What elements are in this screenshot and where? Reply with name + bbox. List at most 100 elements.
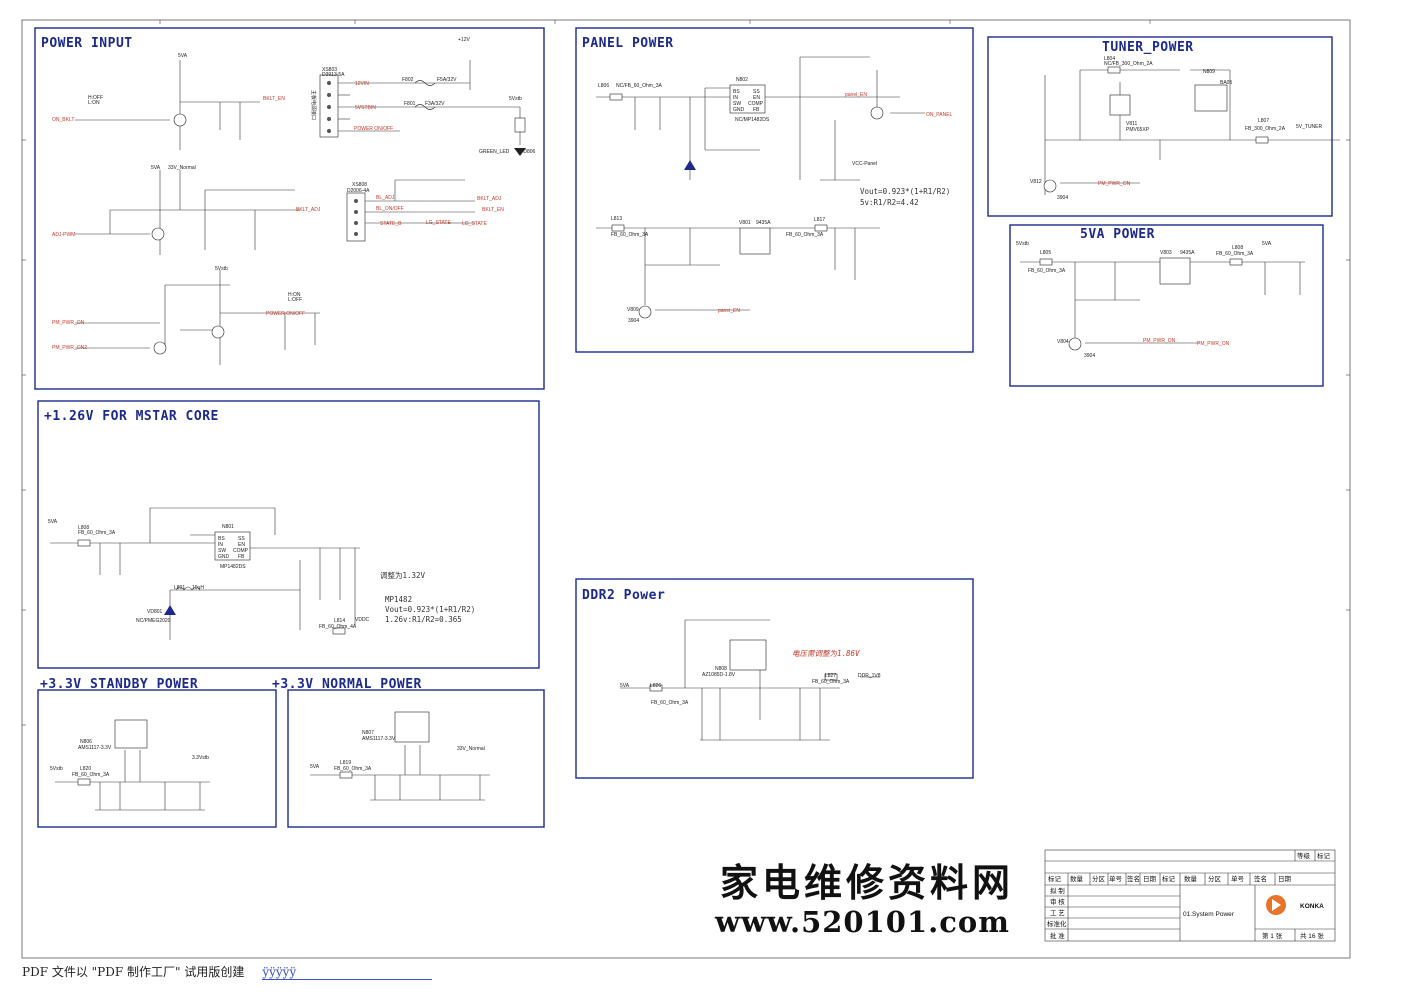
lg-state-out: LG_STATE [462, 221, 487, 227]
panel-en-label: panel_EN [845, 92, 867, 98]
v809-part: 3904 [628, 318, 639, 324]
power-input-5va: 5VA [178, 53, 188, 59]
l804-ref: L804 [1104, 56, 1115, 62]
pin-5vstbin: 5VSTBIN [355, 105, 376, 111]
l807-ref: L807 [1258, 118, 1269, 124]
tb-h1-zone: 分区 [1092, 874, 1106, 883]
panel-en2-label: panel_EN [718, 308, 740, 314]
l820-ref: L820 [80, 766, 91, 772]
tb-role-draft: 拟 制 [1050, 886, 1065, 895]
n809-ref: N809 [1203, 69, 1215, 75]
transistor-v805 [211, 325, 225, 339]
block-normal-power: +3.3V NORMAL POWER N807 AMS1117-3.3V 5VA… [272, 677, 545, 828]
vddc-label: VDDC [355, 617, 370, 623]
block-core-power: +1.26V FOR MSTAR CORE BS IN SW GND SS EN… [37, 400, 540, 669]
pin-power-onoff: POWER ON/OFF [354, 126, 393, 132]
l813-ref: L813 [611, 216, 622, 222]
v811-part: PMV65XP [1126, 127, 1150, 133]
ferrite-l814 [332, 627, 346, 635]
lg-state-label: LG_STATE [426, 220, 451, 226]
title-block-border [1044, 849, 1336, 942]
core-mp1482: MP1482 [385, 595, 412, 604]
l814-ref: L814 [334, 618, 345, 624]
h-on-note: H:ON [288, 292, 301, 298]
v812-ref: V812 [1030, 179, 1042, 185]
tb-h2-mark: 标记 [1162, 874, 1176, 883]
core-formula-1: Vout=0.923*(1+R1/R2) [385, 605, 475, 614]
f801-ref: F801 [404, 101, 416, 107]
v801-ref: V801 [739, 220, 751, 226]
block-tuner-power: TUNER_POWER L804 NC/FB_300_Ohm_2A V811 P… [987, 36, 1340, 217]
on-panel-label: ON_PANEL [926, 112, 953, 118]
l801-ref: L801 [174, 585, 185, 591]
v811-ref: V811 [1126, 121, 1138, 127]
f801-val: F3A/32V [425, 101, 445, 107]
n802-ref: N802 [736, 77, 748, 83]
v809-ref: V809 [627, 307, 639, 313]
mosfet-v811 [1109, 94, 1131, 116]
ferrite-l826 [649, 684, 663, 692]
n801-part: MP1482DS [220, 564, 246, 570]
pm-pwr-on-label: PM_PWR_ON [52, 320, 85, 326]
fiveva-5vstb: 5Vstb [1016, 241, 1029, 247]
l817-val: FB_60_Ohm_3A [786, 232, 824, 238]
footer-link[interactable]: ÿÿÿÿÿ [262, 965, 433, 980]
core-vin: 5VA [48, 519, 58, 525]
tb-mark: 标记 [1317, 851, 1331, 860]
chip-v801 [739, 227, 771, 255]
tb-h1-mark: 标记 [1048, 874, 1062, 883]
n801-pin-gnd: GND [218, 554, 230, 560]
ferrite-l807 [1255, 136, 1269, 144]
block-standby-power: +3.3V STANDBY POWER N806 AMS1117-3.3V 5V… [37, 677, 277, 828]
l826-ref: L826 [650, 683, 661, 689]
bklt-en-label: BKLT_EN [263, 96, 285, 102]
tb-h2-qty: 数量 [1184, 874, 1198, 883]
block-panel-power: PANEL POWER BS IN SW GND SS EN COMP FB N… [575, 27, 974, 353]
l819-ref: L819 [340, 760, 351, 766]
chip-n809 [1194, 84, 1228, 112]
ferrite-l808-5va [1229, 258, 1243, 266]
pm-pwr-on2-label: PM_PWR_ON2 [52, 345, 87, 351]
xs803-part: D3913-5A [322, 72, 345, 78]
n801-pin-comp: COMP [233, 548, 249, 554]
tuner-power-title: TUNER_POWER [1102, 40, 1194, 55]
transistor-v806 [870, 106, 884, 120]
v812-part: 3904 [1057, 195, 1068, 201]
tb-role-approve: 批 准 [1050, 931, 1065, 940]
block-ddr2-power: DDR2 Power N808 AZ1085D-1.8V 5VA L826 FB… [575, 578, 974, 779]
normal-vin: 5VA [310, 764, 320, 770]
chip-n802 [729, 84, 766, 114]
fiveva-pm-pwr-on-out: PM_PWR_ON [1197, 341, 1230, 347]
tb-doc-title: 01.System Power [1183, 911, 1235, 918]
fiveva-5va: 5VA [1262, 241, 1272, 247]
l808-5va-ref: L808 [1232, 245, 1243, 251]
vcc-panel-label: VCC-Panel [852, 161, 877, 167]
n801-ref: N801 [222, 524, 234, 530]
l801-val: 10uH [192, 585, 204, 591]
xs803-ref: XS803 [322, 67, 337, 73]
ferrite-l808 [77, 539, 91, 547]
l827-val: FB_60_Ohm_3A [812, 679, 850, 685]
tb-grade: 等级 [1297, 851, 1311, 860]
l805-val: FB_60_Ohm_3A [1028, 268, 1066, 274]
l808-val: FB_60_Ohm_3A [78, 530, 116, 536]
transistor-v802 [151, 227, 165, 241]
n802-pin-ss: SS [753, 89, 760, 95]
adj-pwm-label: ADJ-PWM [52, 232, 75, 238]
h-off-note: H:OFF [88, 95, 103, 101]
l808-5va-val: FB_60_Ohm_3A [1216, 251, 1254, 257]
diode-vd801 [164, 605, 176, 615]
l819-val: FB_60_Ohm_3A [334, 766, 372, 772]
xs808-ref: XS808 [352, 182, 367, 188]
block-power-input: POWER INPUT XS803 D3913-5A 主板电源接口 12VIN … [34, 27, 545, 390]
l-off-note: L:OFF [288, 297, 302, 303]
fiveva-power-title: 5VA POWER [1080, 227, 1155, 242]
n802-pin-en: EN [753, 95, 760, 101]
frame-ticks [22, 20, 1350, 726]
f802-ref: F802 [402, 77, 414, 83]
transistor-v804 [1068, 337, 1082, 351]
connector-title: 主板电源接口 [310, 90, 317, 120]
core-power-border [37, 400, 540, 669]
normal-power-title: +3.3V NORMAL POWER [272, 677, 422, 692]
